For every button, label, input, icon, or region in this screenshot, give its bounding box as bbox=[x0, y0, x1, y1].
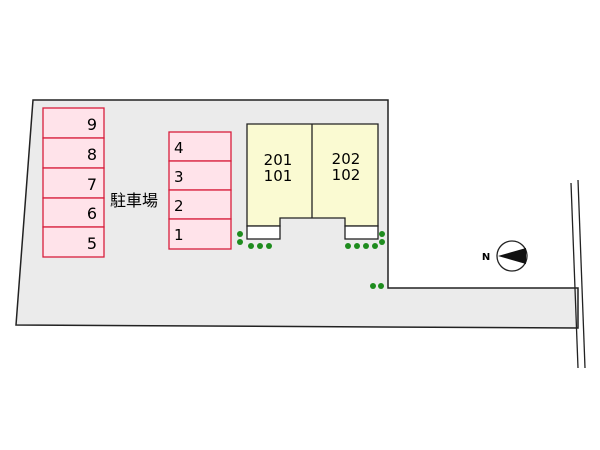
parking-number: 6 bbox=[87, 204, 97, 223]
shrub bbox=[379, 231, 385, 237]
parking-space bbox=[168, 218, 232, 250]
shrub bbox=[363, 243, 369, 249]
compass: N bbox=[482, 240, 528, 272]
compass-letter: N bbox=[482, 252, 490, 263]
shrub bbox=[354, 243, 360, 249]
compass-needle-icon bbox=[498, 248, 526, 264]
unit-number: 202 bbox=[332, 150, 361, 168]
shrub bbox=[370, 283, 376, 289]
parking-right-group: 4 3 2 1 bbox=[168, 131, 232, 250]
unit-number: 101 bbox=[264, 167, 293, 185]
unit-number: 201 bbox=[264, 151, 293, 169]
road-line bbox=[577, 179, 586, 369]
parking-number: 4 bbox=[174, 139, 184, 157]
shrub bbox=[237, 239, 243, 245]
parking-number: 3 bbox=[174, 168, 184, 186]
parking-number: 2 bbox=[174, 197, 184, 215]
parking-number: 5 bbox=[87, 234, 97, 253]
shrub bbox=[248, 243, 254, 249]
parking-lot-label: 駐車場 bbox=[110, 191, 158, 210]
shrub bbox=[345, 243, 351, 249]
parking-space bbox=[42, 167, 105, 199]
shrub bbox=[257, 243, 263, 249]
parking-number: 1 bbox=[174, 226, 184, 244]
shrub bbox=[379, 239, 385, 245]
entrance-step bbox=[344, 225, 379, 240]
parking-space bbox=[42, 226, 105, 258]
road-line bbox=[570, 182, 579, 369]
unit-number: 102 bbox=[332, 166, 361, 184]
parking-number: 7 bbox=[87, 175, 97, 194]
parking-space bbox=[168, 131, 232, 162]
parking-space bbox=[42, 137, 105, 169]
shrub bbox=[378, 283, 384, 289]
shrub bbox=[237, 231, 243, 237]
parking-number: 8 bbox=[87, 145, 97, 164]
entrance-step bbox=[246, 225, 281, 240]
shrub bbox=[266, 243, 272, 249]
parking-left-group: 9 8 7 6 5 bbox=[42, 107, 105, 258]
shrub bbox=[372, 243, 378, 249]
parking-space bbox=[42, 107, 105, 139]
shrubs bbox=[237, 231, 385, 289]
parking-number: 9 bbox=[87, 115, 97, 134]
parking-space bbox=[168, 160, 232, 191]
building: 201 101 202 102 bbox=[246, 123, 379, 240]
parking-space bbox=[42, 197, 105, 228]
